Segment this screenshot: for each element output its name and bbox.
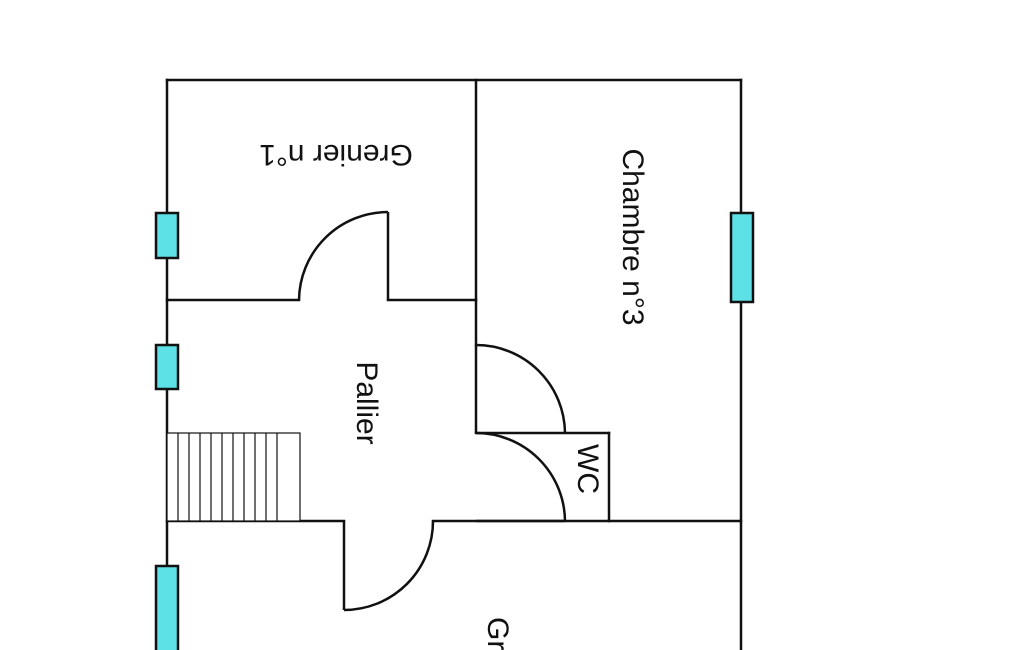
room-label-wc: WC bbox=[571, 444, 604, 494]
window-bottom-left bbox=[154, 564, 180, 650]
grenier-door-swing bbox=[297, 210, 389, 301]
window-pallier bbox=[154, 343, 180, 391]
walls bbox=[165, 78, 743, 650]
bottom-door-swing bbox=[343, 520, 435, 612]
room-label-grenier-bottom: Gr bbox=[481, 617, 514, 650]
window-chambre bbox=[729, 211, 755, 304]
room-label-chambre-3: Chambre n°3 bbox=[616, 148, 649, 325]
wc-door-swing bbox=[475, 431, 567, 522]
room-label-pallier: Pallier bbox=[350, 361, 383, 444]
staircase bbox=[166, 432, 301, 522]
chambre-door-swing bbox=[475, 343, 567, 434]
room-label-grenier-1: Grenier n°1 bbox=[259, 138, 413, 171]
doors bbox=[297, 210, 567, 612]
window-grenier bbox=[154, 211, 180, 260]
room-labels: Grenier n°1 Chambre n°3 Pallier WC Gr bbox=[259, 138, 649, 650]
windows bbox=[154, 211, 755, 650]
